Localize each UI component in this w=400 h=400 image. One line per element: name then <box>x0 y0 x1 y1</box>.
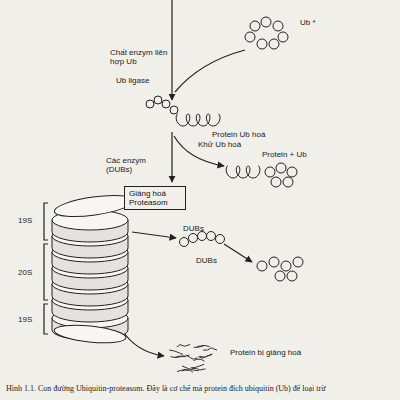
annotation-label: Các enzym (DUBs) <box>106 156 166 174</box>
annotation-label: 20S <box>18 268 32 277</box>
annotation-label: DUBs <box>196 256 217 265</box>
protein-coil <box>176 114 220 126</box>
annotation-label: Protein bị giảng hoá <box>230 348 301 357</box>
peptide-fragment <box>177 345 190 348</box>
peptide-fragment <box>171 356 186 358</box>
annotation-label: Chất enzym liên hợp Ub <box>110 48 168 66</box>
annotation-label: 19S <box>18 315 32 324</box>
ubiquitin-cluster <box>245 17 288 49</box>
bracket <box>44 244 48 300</box>
box-text: Giảng hoá Proteasom <box>129 189 181 207</box>
process-box: Giảng hoá Proteasom <box>124 186 186 210</box>
ub-join-arrow <box>175 50 245 92</box>
peptide-fragment <box>203 348 217 350</box>
annotation-label: 19S <box>18 216 32 225</box>
bracket <box>44 304 48 334</box>
ubiquitin-chain <box>146 96 178 114</box>
ubiquitin-chain <box>180 232 225 247</box>
protein-coil <box>226 166 260 178</box>
main-arrow <box>171 0 172 100</box>
annotation-label: Khử Ub hoá <box>198 140 241 149</box>
peptide-fragment <box>199 354 212 357</box>
peptide-fragment <box>186 355 197 359</box>
annotation-label: Ub ligase <box>116 76 149 85</box>
down-arrow <box>171 132 172 182</box>
figure-caption: Hình 1.1. Con đường Ubiquitin-proteasom.… <box>6 384 326 393</box>
peptide-fragment <box>182 370 193 372</box>
annotation-label: Protein Ub hoá <box>212 130 265 139</box>
annotation-label: Protein + Ub <box>262 150 307 159</box>
proteasome-cap <box>53 322 126 345</box>
peptide-fragment <box>169 350 183 355</box>
annotation-label: Ub * <box>300 18 316 27</box>
free-ubiquitin <box>265 163 297 187</box>
proteasome <box>52 192 135 346</box>
dubs-arrow <box>224 244 252 262</box>
peptide-fragment <box>194 346 205 348</box>
free-ubiquitin <box>257 257 303 281</box>
peptide-fragment <box>192 369 206 371</box>
peptide-fragment <box>191 364 204 368</box>
peptide-fragment <box>194 359 205 361</box>
bracket <box>44 203 48 240</box>
proteasome-cap <box>53 192 135 221</box>
exit-arrow <box>122 330 164 356</box>
peptide-fragment <box>199 355 212 359</box>
annotation-label: DUBs <box>183 224 204 233</box>
dubs-arrow <box>132 232 176 238</box>
